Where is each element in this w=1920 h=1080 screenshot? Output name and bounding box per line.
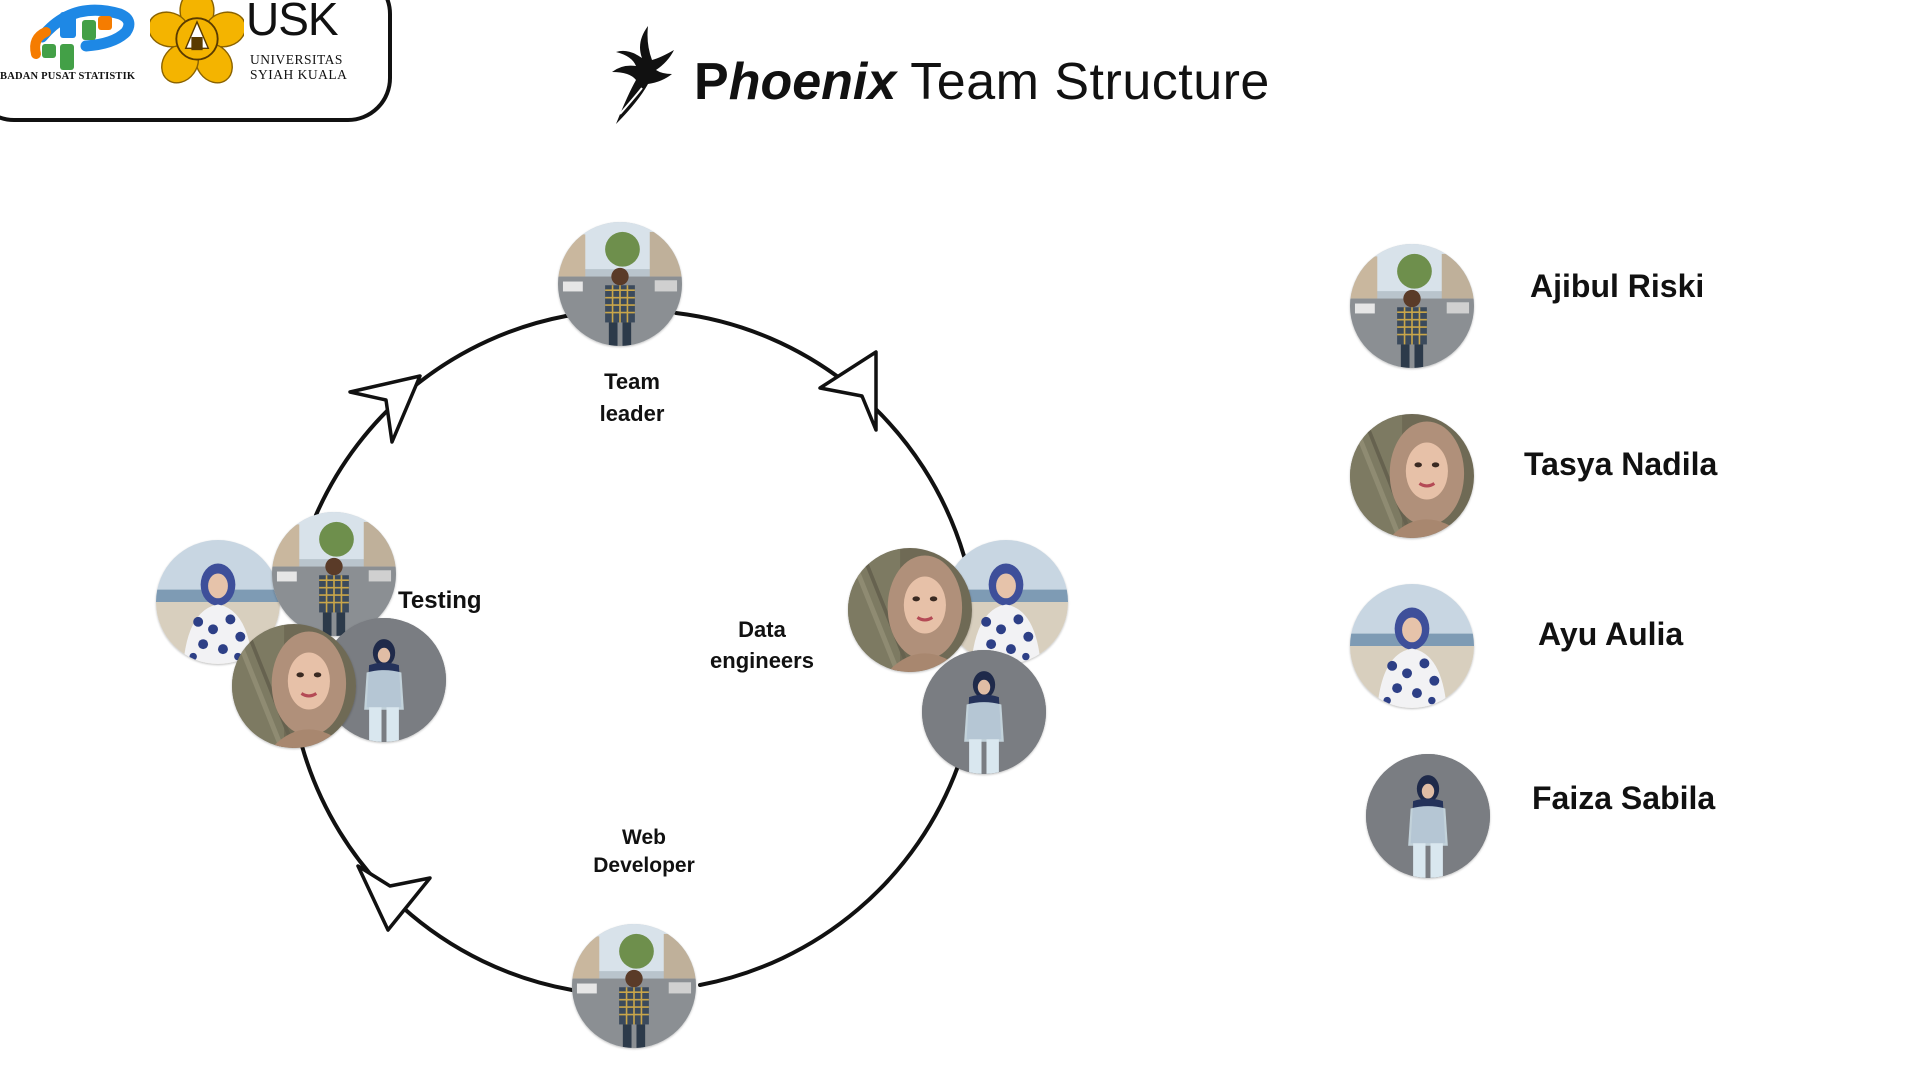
testing-avatar-tasya bbox=[232, 624, 356, 748]
usk-emblem-icon bbox=[150, 0, 244, 84]
bps-label: BADAN PUSAT STATISTIK bbox=[0, 71, 136, 82]
phoenix-bird-icon bbox=[612, 26, 674, 124]
arrow-top-left-icon bbox=[348, 374, 422, 444]
page-title: Phoenix Team Structure bbox=[694, 50, 1270, 114]
arrow-bottom-left-icon bbox=[356, 864, 432, 932]
cycle-arc-bottom-left bbox=[300, 744, 574, 992]
title-team-name: hoenix bbox=[728, 53, 897, 111]
partner-logos-box: BADAN PUSAT STATISTIK USK UNIVERSITAS SY… bbox=[0, 0, 392, 122]
member-name-ajibul: Ajibul Riski bbox=[1530, 268, 1705, 304]
role-team-leader-label: Team leader bbox=[572, 366, 692, 430]
role-data-engineers-line2: engineers bbox=[710, 648, 814, 673]
cycle-arc-right-bottom bbox=[698, 764, 960, 987]
member-name-tasya: Tasya Nadila bbox=[1524, 446, 1718, 482]
arrow-top-right-icon bbox=[818, 350, 878, 432]
cycle-arc-top-right bbox=[674, 311, 966, 558]
team-leader-avatar bbox=[558, 222, 682, 346]
bps-logo-icon bbox=[30, 4, 135, 70]
data-engineer-avatar-faiza bbox=[922, 650, 1046, 774]
member-avatar-ayu bbox=[1350, 584, 1474, 708]
member-avatar-faiza bbox=[1366, 754, 1490, 878]
title-suffix: Team Structure bbox=[896, 53, 1270, 111]
role-web-developer-line1: Web bbox=[622, 826, 666, 849]
member-name-ayu: Ayu Aulia bbox=[1538, 616, 1684, 652]
web-developer-avatar bbox=[572, 924, 696, 1048]
cycle-arc-left-top bbox=[314, 314, 568, 517]
title-initial: P bbox=[694, 53, 729, 111]
usk-name-line1: UNIVERSITAS bbox=[250, 52, 343, 67]
usk-name-line2: SYIAH KUALA bbox=[250, 67, 348, 82]
role-web-developer-label: Web Developer bbox=[574, 824, 714, 880]
role-data-engineers-line1: Data bbox=[738, 617, 786, 642]
role-testing-label: Testing bbox=[398, 587, 482, 614]
role-web-developer-line2: Developer bbox=[593, 854, 695, 877]
role-team-leader-line2: leader bbox=[599, 401, 665, 426]
data-engineer-avatar-tasya bbox=[848, 548, 972, 672]
member-avatar-tasya bbox=[1350, 414, 1474, 538]
role-team-leader-line1: Team bbox=[604, 369, 660, 394]
role-data-engineers-label: Data engineers bbox=[692, 614, 832, 676]
member-name-faiza: Faiza Sabila bbox=[1532, 780, 1716, 816]
member-avatar-ajibul bbox=[1350, 244, 1474, 368]
usk-abbr: USK bbox=[246, 0, 339, 45]
